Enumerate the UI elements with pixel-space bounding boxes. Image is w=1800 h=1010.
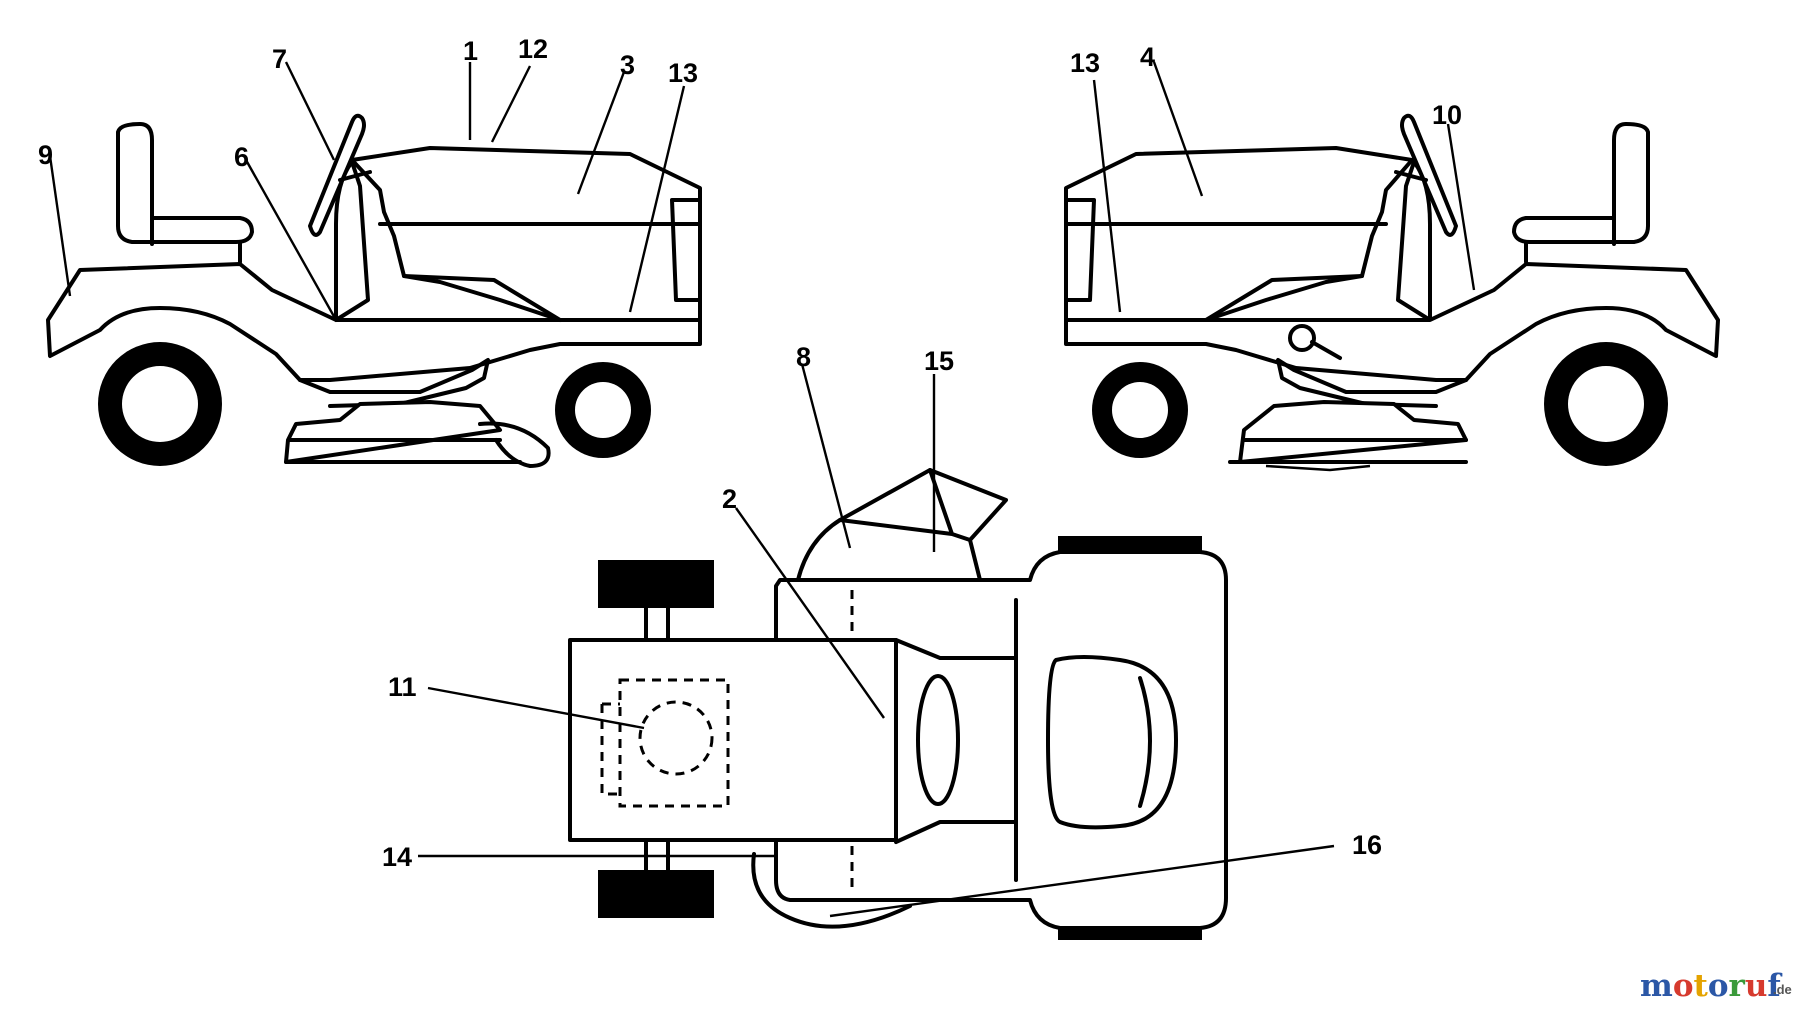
callout-4: 4 bbox=[1140, 42, 1155, 72]
callout-12: 12 bbox=[518, 34, 548, 64]
callout-15: 15 bbox=[924, 346, 954, 376]
watermark-letter: o bbox=[1708, 968, 1729, 1004]
callout-13-left: 13 bbox=[668, 58, 698, 88]
motoruf-watermark: motoruf .de bbox=[1640, 968, 1792, 1004]
callout-8: 8 bbox=[796, 342, 811, 372]
callout-numbers: 1 12 3 13 7 6 9 13 4 10 8 15 2 11 14 16 bbox=[38, 34, 1462, 872]
callout-3: 3 bbox=[620, 50, 635, 80]
callout-leader-lines bbox=[48, 61, 1476, 918]
watermark-letter: t bbox=[1694, 968, 1709, 1004]
watermark-letter: r bbox=[1729, 968, 1746, 1004]
watermark-letter: u bbox=[1745, 968, 1768, 1004]
watermark-letter: m bbox=[1640, 968, 1673, 1004]
callout-9: 9 bbox=[38, 140, 53, 170]
svg-text:motoruf: motoruf bbox=[1640, 968, 1782, 1004]
callout-13-right: 13 bbox=[1070, 48, 1100, 78]
callout-16: 16 bbox=[1352, 830, 1382, 860]
callout-7: 7 bbox=[272, 44, 287, 74]
tractor-top-view bbox=[568, 468, 1228, 940]
watermark-letter: f bbox=[1767, 968, 1782, 1004]
callout-2: 2 bbox=[722, 484, 737, 514]
tractor-right-side-view bbox=[1064, 113, 1720, 472]
watermark-suffix: .de bbox=[1773, 982, 1792, 997]
tractor-left-side-view bbox=[46, 113, 702, 468]
watermark-letter: o bbox=[1673, 968, 1694, 1004]
callout-1: 1 bbox=[463, 36, 478, 66]
callout-11: 11 bbox=[388, 672, 417, 702]
callout-14: 14 bbox=[382, 842, 412, 872]
callout-6: 6 bbox=[234, 142, 249, 172]
callout-10: 10 bbox=[1432, 100, 1462, 130]
